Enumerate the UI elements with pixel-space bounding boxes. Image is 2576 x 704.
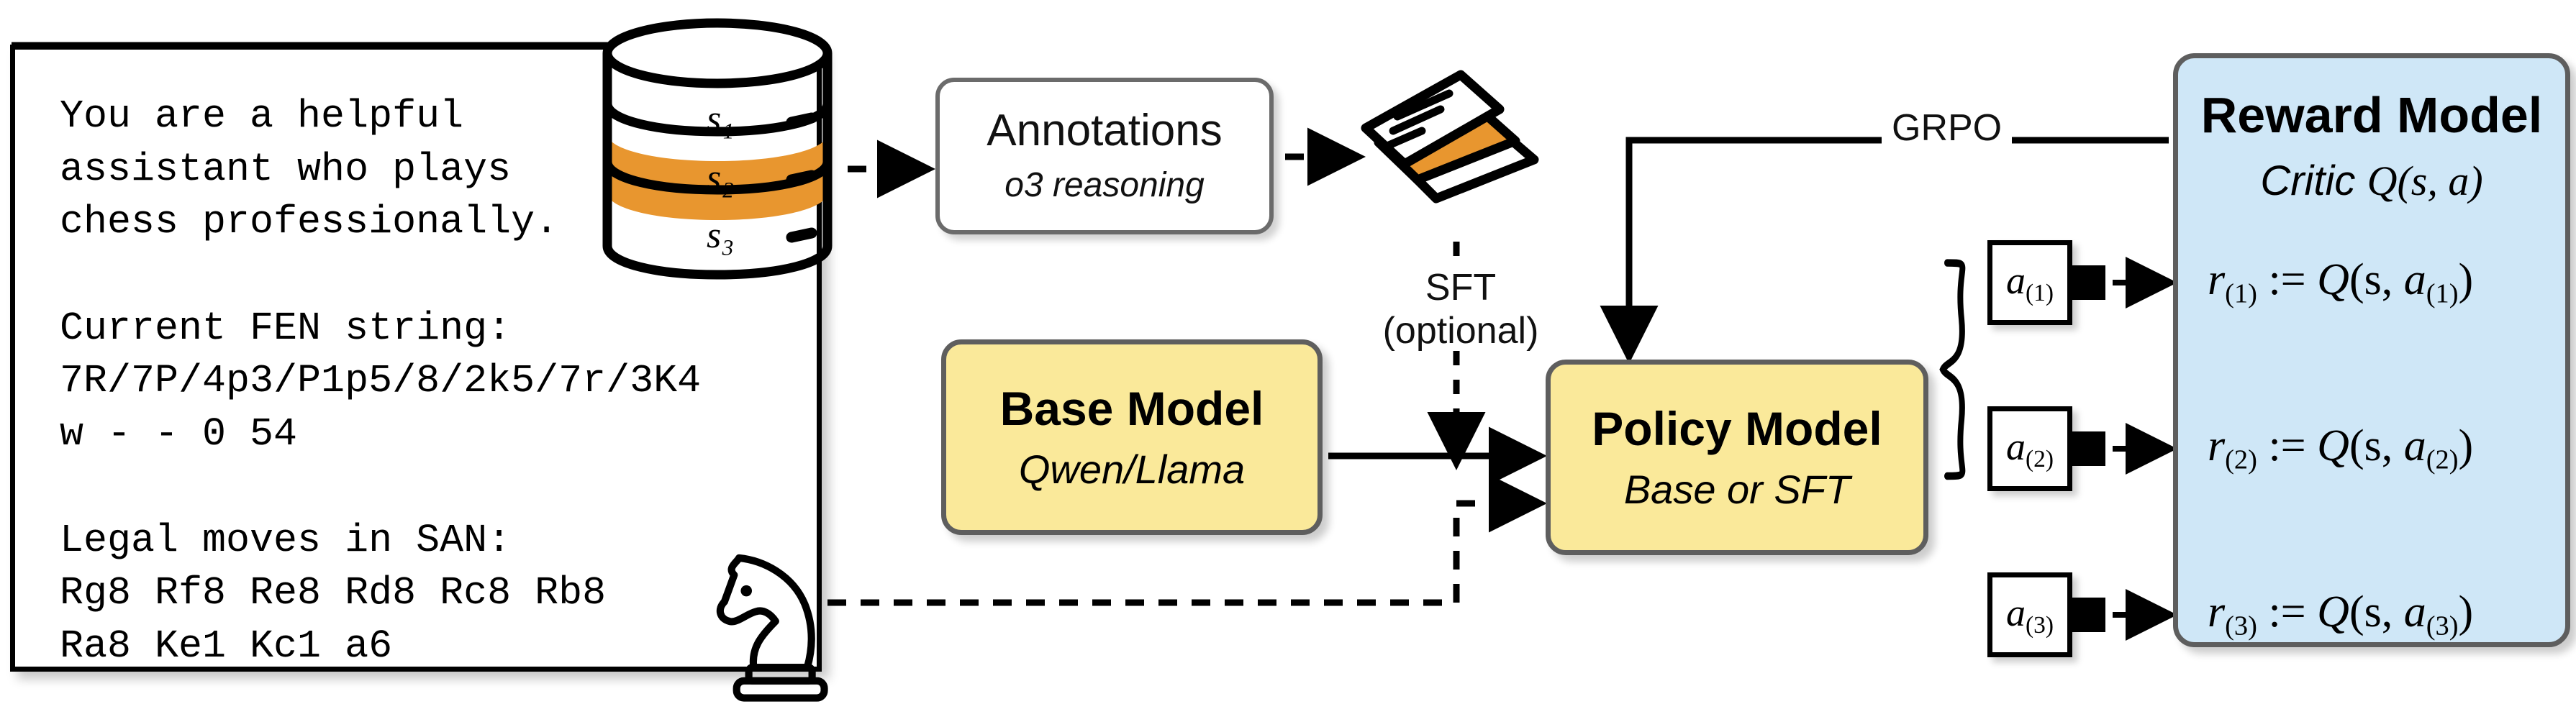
- policy-model-title: Policy Model: [1592, 401, 1882, 455]
- reward-formula-3: r(3) := Q(s, a(3)): [2208, 588, 2474, 641]
- grpo-label: GRPO: [1882, 106, 2013, 150]
- annotations-subtitle: o3 reasoning: [1004, 166, 1205, 205]
- action-label-3: a(3): [2005, 590, 2054, 639]
- action-label-2: a(2): [2005, 424, 2054, 473]
- sft-label-group: SFT (optional): [1367, 266, 1554, 353]
- reward-formula-1: r(1) := Q(s, a(1)): [2208, 255, 2474, 309]
- chess-prompt-text: You are a helpful assistant who plays ch…: [60, 93, 702, 669]
- base-model-title: Base Model: [999, 381, 1264, 435]
- database-band-label-s1: s₁: [707, 99, 735, 140]
- reward-model-title: Reward Model: [2200, 87, 2543, 143]
- documents-stack-icon: [1361, 70, 1539, 204]
- action-label-1: a(1): [2005, 258, 2054, 307]
- database-band-label-s3: s₃: [707, 215, 735, 256]
- reward-model-box[interactable]: Reward Model Critic Q(s, a): [2173, 53, 2570, 647]
- database-cylinder-icon: s₁ s₂ s₃: [599, 13, 836, 286]
- reward-formula-2: r(2) := Q(s, a(2)): [2208, 421, 2474, 475]
- annotations-box[interactable]: Annotations o3 reasoning: [935, 78, 1274, 234]
- action-box-2[interactable]: a(2): [1987, 406, 2072, 491]
- annotations-title: Annotations: [987, 105, 1223, 155]
- policy-model-subtitle: Base or SFT: [1623, 467, 1851, 513]
- chess-knight-icon: [716, 554, 828, 702]
- sft-label-line1: SFT: [1425, 267, 1497, 308]
- policy-model-box[interactable]: Policy Model Base or SFT: [1546, 360, 1928, 555]
- action-box-3[interactable]: a(3): [1987, 572, 2072, 657]
- base-model-subtitle: Qwen/Llama: [1018, 447, 1246, 493]
- base-model-box[interactable]: Base Model Qwen/Llama: [941, 339, 1323, 535]
- sft-label-line2: (optional): [1382, 310, 1539, 352]
- database-band-label-s2: s₂: [707, 157, 735, 198]
- reward-model-subtitle: Critic Q(s, a): [2260, 157, 2483, 205]
- diagram-canvas: You are a helpful assistant who plays ch…: [10, 13, 2570, 702]
- action-box-1[interactable]: a(1): [1987, 240, 2072, 325]
- chess-prompt-panel: You are a helpful assistant who plays ch…: [10, 45, 828, 702]
